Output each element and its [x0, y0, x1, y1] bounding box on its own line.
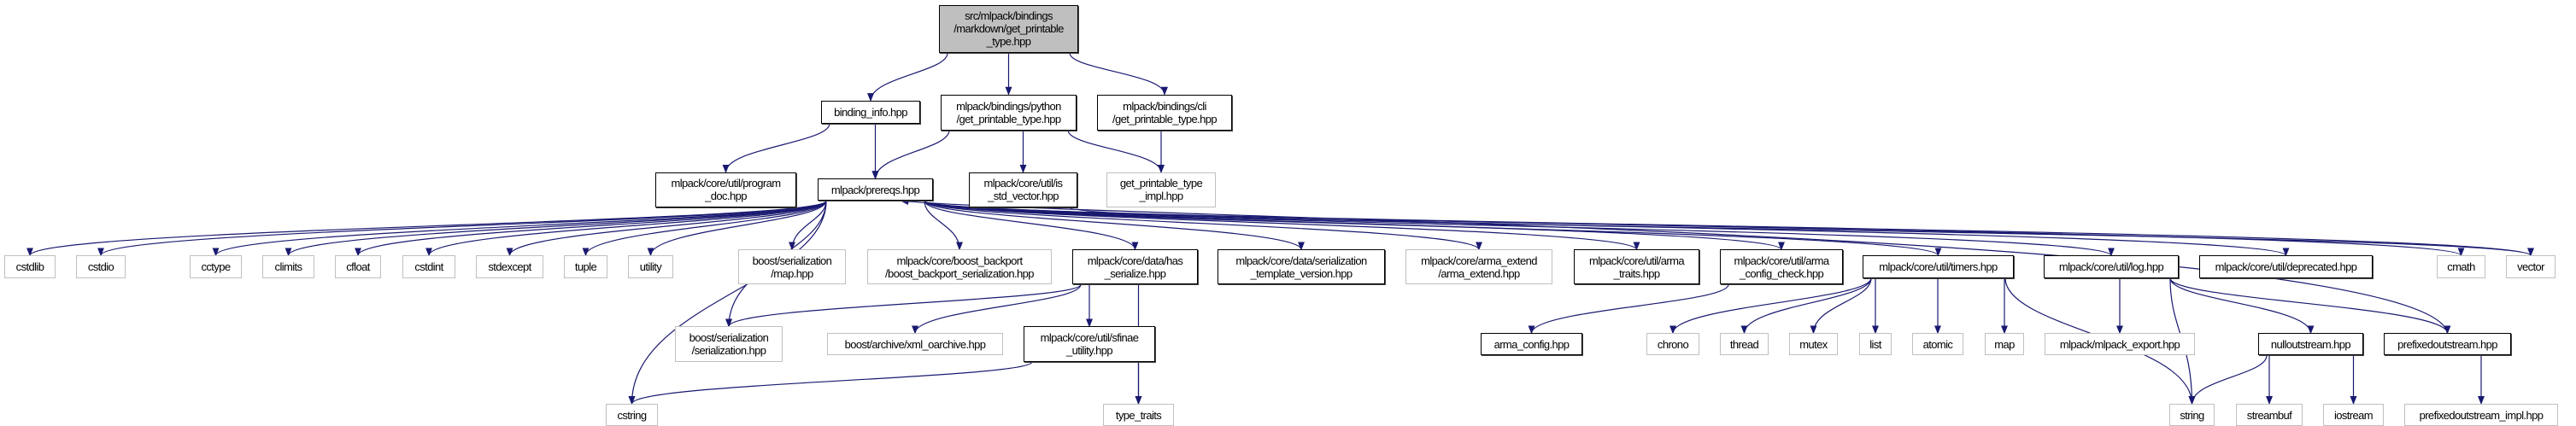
graph-node-atomic: atomic [1912, 333, 1963, 356]
graph-node-prefixedoutstream[interactable]: prefixedoutstream.hpp [2384, 333, 2511, 356]
edge-prereqs-to-cfloat [355, 200, 827, 257]
edge-root-to-binding-info [867, 52, 948, 102]
edge-prereqs-to-log [924, 200, 2115, 257]
graph-node-map: map [1985, 333, 2024, 356]
edge-prereqs-to-arma-extend [924, 200, 1482, 251]
edge-root-to-cli-gpt [1069, 52, 1168, 96]
graph-node-ser-tpl-version[interactable]: mlpack/core/data/serialization _template… [1218, 249, 1385, 285]
edge-prereqs-to-cctype [212, 200, 827, 257]
graph-node-root[interactable]: src/mlpack/bindings /markdown/get_printa… [939, 4, 1078, 53]
edge-has-serialize-to-boost-serialization [725, 283, 1082, 328]
graph-node-mutex: mutex [1789, 333, 1838, 356]
graph-node-boost-map: boost/serialization /map.hpp [738, 249, 846, 285]
edge-prereqs-to-tuple [582, 200, 827, 257]
graph-node-streambuf: streambuf [2236, 404, 2303, 426]
graph-node-stdexcept: stdexcept [476, 255, 543, 278]
graph-node-string: string [2169, 404, 2215, 426]
graph-node-cstdlib: cstdlib [4, 255, 56, 278]
graph-node-xml-oarchive: boost/archive/xml_oarchive.hpp [827, 333, 1003, 356]
graph-node-is-std-vector[interactable]: mlpack/core/util/is _std_vector.hpp [969, 172, 1077, 207]
edge-prereqs-to-arma-traits [924, 200, 1640, 251]
graph-node-cstdio: cstdio [76, 255, 126, 278]
graph-node-arma-traits[interactable]: mlpack/core/util/arma _traits.hpp [1574, 249, 1699, 285]
graph-node-arma-config-check[interactable]: mlpack/core/util/arma _config_check.hpp [1720, 249, 1843, 285]
edge-python-gpt-to-gpt-impl [1067, 130, 1165, 173]
graph-node-iostream: iostream [2323, 404, 2384, 426]
edge-nulloutstream-to-string [2188, 355, 2268, 406]
graph-node-arma-config[interactable]: arma_config.hpp [1481, 333, 1582, 356]
graph-node-type-traits: type_traits [1103, 404, 1174, 426]
edge-prereqs-to-vector [924, 200, 2534, 257]
graph-node-climits: climits [262, 255, 314, 278]
edge-timers-to-mutex [1810, 277, 1872, 335]
graph-node-boost-serialization: boost/serialization /serialization.hpp [675, 326, 783, 362]
edge-prereqs-to-stdexcept [506, 200, 827, 257]
edge-prereqs-to-cstdio [97, 200, 827, 257]
graph-node-prereqs[interactable]: mlpack/prereqs.hpp [818, 178, 933, 201]
graph-node-deprecated[interactable]: mlpack/core/util/deprecated.hpp [2199, 255, 2373, 278]
graph-node-vector: vector [2506, 255, 2555, 278]
graph-node-cfloat: cfloat [335, 255, 381, 278]
edge-binding-info-to-program-doc [722, 123, 830, 173]
edge-python-gpt-to-prereqs [871, 130, 950, 180]
graph-node-mlpack-export: mlpack/mlpack_export.hpp [2045, 333, 2195, 356]
graph-node-timers[interactable]: mlpack/core/util/timers.hpp [1863, 255, 2014, 278]
graph-node-tuple: tuple [564, 255, 607, 278]
graph-node-cli-gpt[interactable]: mlpack/bindings/cli /get_printable_type.… [1097, 94, 1232, 131]
graph-node-list: list [1859, 333, 1892, 356]
graph-node-cctype: cctype [190, 255, 242, 278]
edge-prereqs-to-boost-backport [924, 201, 963, 251]
edge-prereqs-to-cstdlib [26, 200, 827, 257]
graph-node-python-gpt[interactable]: mlpack/bindings/python /get_printable_ty… [941, 94, 1077, 131]
edge-is-std-vector-to-vector [1068, 207, 2534, 257]
edge-prefixedoutstream-to-prereqs [900, 198, 2449, 334]
graph-node-prefixed-impl: prefixedoutstream_impl.hpp [2404, 404, 2558, 426]
edge-timers-to-thread [1740, 277, 1872, 335]
edge-prereqs-to-cstring [628, 201, 827, 406]
edge-log-to-nulloutstream [2169, 277, 2315, 335]
graph-node-program-doc[interactable]: mlpack/core/util/program _doc.hpp [655, 172, 796, 207]
graph-node-boost-backport: mlpack/core/boost_backport /boost_backpo… [867, 249, 1052, 285]
graph-node-cstring: cstring [606, 404, 658, 426]
edge-has-serialize-to-xml-oarchive [912, 283, 1082, 335]
graph-node-utility: utility [628, 255, 673, 278]
edge-prereqs-to-ser-tpl-version [924, 200, 1305, 251]
edge-arma-config-check-to-arma-config [1528, 283, 1729, 335]
edge-prereqs-to-has-serialize [924, 200, 1139, 251]
edge-prereqs-to-timers [924, 200, 1942, 257]
edge-timers-to-chrono [1669, 277, 1872, 335]
graph-node-nulloutstream[interactable]: nulloutstream.hpp [2258, 333, 2363, 356]
graph-node-binding-info[interactable]: binding_info.hpp [821, 101, 920, 124]
edge-prereqs-to-cstdint [425, 200, 827, 257]
edge-prereqs-to-utility [647, 201, 827, 257]
graph-node-cmath: cmath [2437, 255, 2485, 278]
graph-node-thread: thread [1720, 333, 1769, 356]
edge-prereqs-to-climits [285, 200, 827, 257]
edge-prereqs-to-boost-map [789, 201, 827, 251]
edge-log-to-prefixedoutstream [2169, 277, 2451, 335]
graph-node-arma-extend: mlpack/core/arma_extend /arma_extend.hpp [1405, 249, 1552, 285]
graph-node-gpt-impl: get_printable_type _impl.hpp [1106, 172, 1216, 207]
edge-sfinae-to-cstring [628, 361, 1033, 406]
graph-node-chrono: chrono [1646, 333, 1699, 356]
graph-node-log[interactable]: mlpack/core/util/log.hpp [2044, 255, 2179, 278]
graph-node-cstdint: cstdint [402, 255, 455, 278]
graph-node-sfinae[interactable]: mlpack/core/util/sfinae _utility.hpp [1024, 326, 1155, 362]
graph-node-has-serialize[interactable]: mlpack/core/data/has _serialize.hpp [1072, 249, 1198, 285]
